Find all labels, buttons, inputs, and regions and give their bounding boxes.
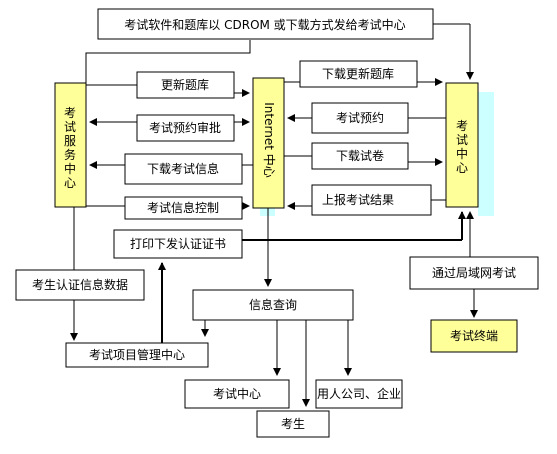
info-query-label: 信息查询 <box>249 297 297 312</box>
exam-service-center-char: 务 <box>64 147 76 162</box>
exam-booking-approval-box <box>136 114 235 142</box>
lan-exam-box <box>409 256 539 290</box>
download-exam-info-box <box>124 153 243 185</box>
candidate-cert-data-label: 考生认证信息数据 <box>32 277 128 292</box>
exam-center-shadow <box>478 92 494 216</box>
info-query-box <box>192 289 354 321</box>
exam-center-char: 心 <box>456 161 468 175</box>
exam-terminal-box <box>430 319 518 353</box>
download-paper-box <box>311 142 409 170</box>
query-to-project-arrow <box>193 319 209 337</box>
lan-exam-label: 通过局域网考试 <box>432 265 516 280</box>
exam-service-center-box <box>54 82 87 208</box>
print-certificate-label: 打印下发认证证书 <box>130 236 226 251</box>
download-paper-label: 下载试卷 <box>336 148 384 163</box>
exam-info-control-label: 考试信息控制 <box>147 200 219 215</box>
download-update-bank-label: 下载更新题库 <box>322 66 394 81</box>
exam-booking-label: 考试预约 <box>336 110 384 125</box>
top-banner-label: 考试软件和题库以 CDROM 或下载方式发给考试中心 <box>124 17 405 32</box>
project-management-center-label: 考试项目管理中心 <box>89 347 185 362</box>
project-management-center-box <box>65 342 209 368</box>
print-certificate-box <box>113 229 243 259</box>
report-results-box <box>311 184 432 216</box>
exam-service-center-char: 考 <box>64 106 76 120</box>
update-bank-label: 更新题库 <box>161 77 209 92</box>
exam-service-center-char: 服 <box>64 134 76 148</box>
query-candidate-label: 考生 <box>281 417 305 431</box>
exam-service-center-char: 中 <box>64 161 76 176</box>
exam-booking-approval-label: 考试预约审批 <box>149 120 221 135</box>
candidate-cert-data-box <box>15 269 145 301</box>
query-companies-box <box>315 379 403 409</box>
query-companies-label: 用人公司、企业 <box>317 386 401 401</box>
download-exam-info-label: 下载考试信息 <box>147 161 219 176</box>
internet-center-box <box>252 77 285 209</box>
loop-connector <box>85 40 251 83</box>
query-exam-center-box <box>184 379 290 409</box>
exam-service-center-char: 心 <box>64 176 76 190</box>
exam-terminal-label: 考试终端 <box>450 328 498 343</box>
exam-service-center-char: 试 <box>64 119 76 134</box>
query-exam-center-label: 考试中心 <box>213 386 261 401</box>
query-candidate-box <box>256 410 330 438</box>
exam-center-box <box>445 82 479 208</box>
report-results-label: 上报考试结果 <box>322 192 394 207</box>
exam-center-char: 试 <box>456 132 468 147</box>
download-update-bank-box <box>299 60 418 88</box>
exam-center-char: 考 <box>456 119 468 133</box>
internet-center-label: Internet 中心 <box>262 102 277 177</box>
update-bank-box <box>136 71 235 99</box>
exam-center-char: 中 <box>456 146 468 161</box>
exam-booking-box <box>311 102 409 134</box>
